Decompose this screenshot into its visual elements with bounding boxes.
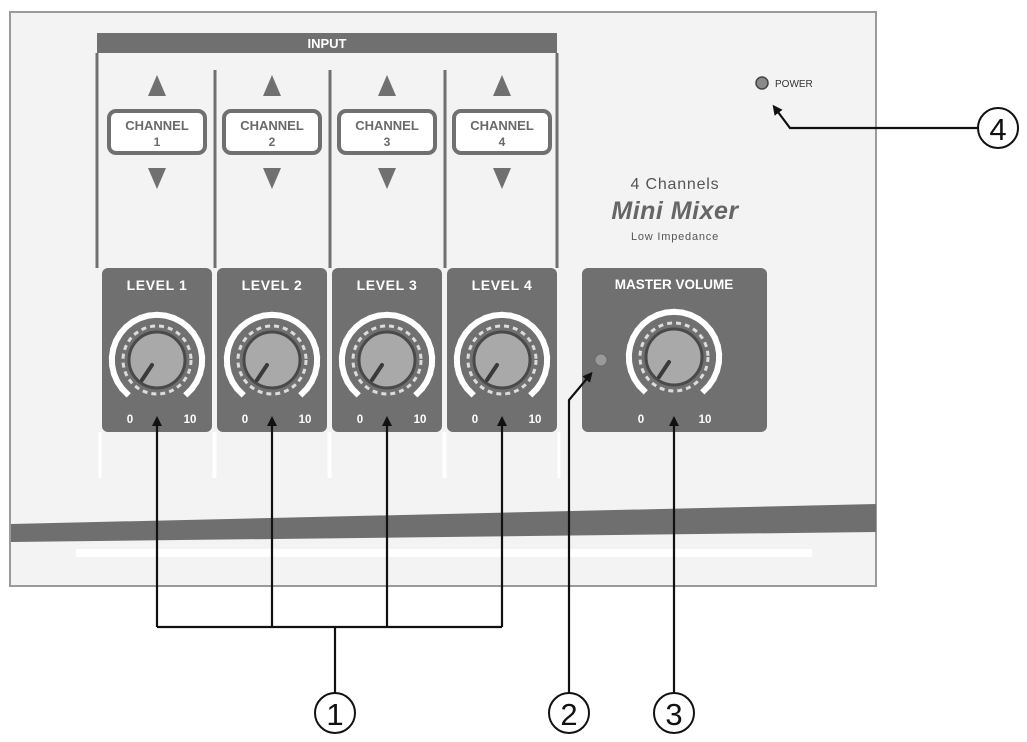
channel-down-arrow-icon[interactable]: [378, 168, 396, 189]
power-led: [755, 76, 769, 90]
channel-up-arrow-icon[interactable]: [263, 75, 281, 96]
channel-label-word: CHANNEL: [125, 118, 189, 133]
brand-line1: 4 Channels: [631, 176, 720, 193]
channel-down-arrow-icon[interactable]: [148, 168, 166, 189]
level-label: LEVEL 3: [357, 277, 418, 293]
panel-stripe: [11, 504, 876, 542]
callout-4-leader: [772, 104, 978, 130]
channel-label-box: [452, 109, 552, 155]
peak-indicator-led: [594, 353, 608, 367]
level-max-label: 10: [299, 414, 312, 426]
channel-label-box: [107, 109, 207, 155]
brand-line3: Low Impedance: [631, 231, 719, 243]
channel-up-arrow-icon[interactable]: [378, 75, 396, 96]
channel-down-arrow-icon[interactable]: [263, 168, 281, 189]
master-section: MASTER VOLUME 0 10: [582, 268, 767, 432]
level-knob-4[interactable]: [453, 311, 551, 398]
level-max-label: 10: [414, 414, 427, 426]
channel-label-number: 4: [499, 135, 506, 149]
brand-line2: Mini Mixer: [611, 197, 739, 225]
channel-up-arrow-icon[interactable]: [148, 75, 166, 96]
knob-scale-ring: [223, 311, 321, 398]
callout-3-number: 3: [665, 697, 682, 732]
panel-slot: [76, 549, 812, 557]
channel-label-word: CHANNEL: [240, 118, 304, 133]
callout-2-number: 2: [560, 697, 577, 732]
knob-scale-ring: [453, 311, 551, 398]
level-max-label: 10: [184, 414, 197, 426]
knob-scale-ring: [625, 308, 723, 395]
callout-3: 3: [653, 692, 695, 734]
channel-label-word: CHANNEL: [470, 118, 534, 133]
master-label: MASTER VOLUME: [615, 277, 734, 292]
level-min-label: 0: [357, 414, 363, 426]
level-min-label: 0: [127, 414, 133, 426]
level-label: LEVEL 1: [127, 277, 188, 293]
callout-4: 4: [977, 107, 1019, 149]
channel-label-box: [337, 109, 437, 155]
knob-scale-ring: [108, 311, 206, 398]
level-min-label: 0: [242, 414, 248, 426]
level-label: LEVEL 2: [242, 277, 303, 293]
channel-up-arrow-icon[interactable]: [493, 75, 511, 96]
channel-label-word: CHANNEL: [355, 118, 419, 133]
master-max-label: 10: [699, 414, 712, 426]
level-max-label: 10: [529, 414, 542, 426]
level-knob-3[interactable]: [338, 311, 436, 398]
channel-label-number: 1: [154, 135, 161, 149]
master-volume-knob[interactable]: [625, 308, 723, 395]
channel-label-box: [222, 109, 322, 155]
channel-label-number: 2: [269, 135, 276, 149]
callout-2: 2: [548, 692, 590, 734]
level-label: LEVEL 4: [472, 277, 533, 293]
callout-1-number: 1: [326, 697, 343, 732]
level-knob-1[interactable]: [108, 311, 206, 398]
callout-4-number: 4: [989, 112, 1006, 147]
callout-2-leader: [567, 371, 593, 693]
level-knob-2[interactable]: [223, 311, 321, 398]
input-header-bar: [97, 33, 557, 53]
level-min-label: 0: [472, 414, 478, 426]
master-min-label: 0: [638, 414, 644, 426]
callout-1: 1: [314, 692, 356, 734]
channel-down-arrow-icon[interactable]: [493, 168, 511, 189]
power-label: POWER: [775, 79, 813, 90]
input-header: INPUT: [308, 36, 347, 51]
callout-1-leaders: [152, 416, 507, 693]
knob-scale-ring: [338, 311, 436, 398]
channel-label-number: 3: [384, 135, 391, 149]
